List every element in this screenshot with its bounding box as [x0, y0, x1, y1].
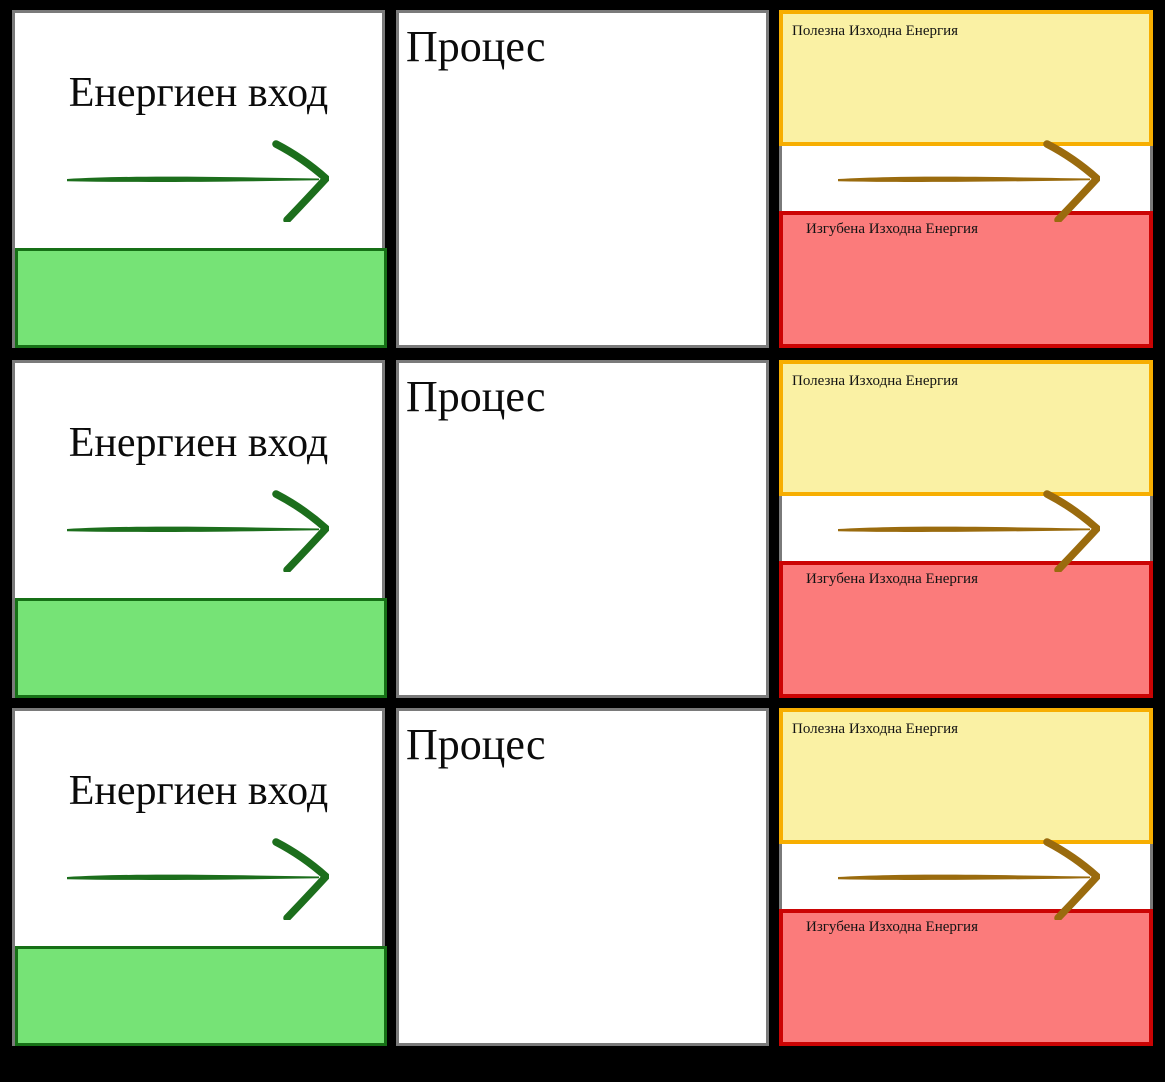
process-title: Процес — [406, 22, 546, 71]
output-arrow-icon — [838, 140, 1100, 222]
output-cell: Полезна Изходна Енергия Изгубена Изходна… — [779, 359, 1153, 698]
process-title: Процес — [406, 371, 546, 421]
useful-output-label: Полезна Изходна Енергия — [792, 23, 959, 39]
storyboard-row: Енергиен вход Процес Полезна Изходна Ене… — [0, 10, 1165, 348]
energy-input-bar — [15, 946, 387, 1046]
energy-input-cell: Енергиен вход — [12, 708, 387, 1046]
output-arrow-icon — [838, 489, 1100, 572]
energy-input-bar — [15, 248, 387, 348]
process-cell: Процес — [396, 708, 769, 1046]
useful-output-box: Полезна Изходна Енергия — [779, 359, 1153, 496]
energy-input-arrow-icon — [67, 140, 329, 222]
energy-input-title: Енергиен вход — [68, 768, 329, 814]
energy-input-bar — [15, 597, 387, 698]
lost-output-label: Изгубена Изходна Енергия — [806, 570, 978, 587]
process-cell: Процес — [396, 359, 769, 698]
energy-input-arrow-icon — [67, 489, 329, 572]
lost-output-box: Изгубена Изходна Енергия — [779, 560, 1153, 698]
lost-output-label: Изгубена Изходна Енергия — [806, 221, 978, 237]
energy-input-cell: Енергиен вход — [12, 10, 387, 348]
output-cell: Полезна Изходна Енергия Изгубена Изходна… — [779, 708, 1153, 1046]
process-cell: Процес — [396, 10, 769, 348]
lost-output-label: Изгубена Изходна Енергия — [806, 919, 978, 935]
output-cell: Полезна Изходна Енергия Изгубена Изходна… — [779, 10, 1153, 348]
useful-output-label: Полезна Изходна Енергия — [792, 372, 959, 389]
energy-input-title: Енергиен вход — [68, 419, 329, 466]
output-arrow-icon — [838, 838, 1100, 920]
energy-input-cell: Енергиен вход — [12, 359, 387, 698]
lost-output-box: Изгубена Изходна Енергия — [779, 211, 1153, 348]
useful-output-box: Полезна Изходна Енергия — [779, 708, 1153, 844]
storyboard-row: Енергиен вход Процес Полезна Изходна Ене… — [0, 359, 1165, 698]
lost-output-box: Изгубена Изходна Енергия — [779, 909, 1153, 1046]
process-title: Процес — [406, 720, 546, 769]
useful-output-box: Полезна Изходна Енергия — [779, 10, 1153, 146]
useful-output-label: Полезна Изходна Енергия — [792, 721, 959, 737]
energy-input-arrow-icon — [67, 838, 329, 920]
energy-input-title: Енергиен вход — [68, 70, 329, 116]
storyboard-row: Енергиен вход Процес Полезна Изходна Ене… — [0, 708, 1165, 1046]
